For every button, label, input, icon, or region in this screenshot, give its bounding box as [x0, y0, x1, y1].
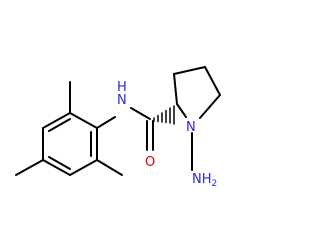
- aryl-nh-bond: [96, 116, 116, 129]
- ring-double-bond: [48, 156, 71, 170]
- ring-bond: [173, 66, 206, 75]
- molecule-structure: N H O N NH2: [15, 66, 221, 189]
- ring-bond: [204, 66, 221, 96]
- methyl-bottom: [96, 159, 123, 176]
- hashed-wedge: [153, 105, 175, 125]
- ring-bond: [176, 103, 187, 118]
- amine-label: NH2: [192, 172, 217, 189]
- nh-label-n: N: [117, 93, 127, 108]
- ring-double-bond: [48, 118, 71, 132]
- ring-bond: [173, 73, 178, 105]
- ring-bond: [42, 112, 71, 129]
- mesityl-ring: [42, 112, 98, 176]
- amine-label-main: NH: [192, 172, 212, 187]
- pyrrolidine-ring: [173, 66, 221, 119]
- methyl-left: [15, 159, 44, 176]
- ring-bond: [42, 159, 71, 176]
- ring-bond: [69, 159, 98, 176]
- ring-nitrogen-label: N: [186, 120, 196, 135]
- ring-bond: [69, 112, 98, 129]
- carbonyl-oxygen-label: O: [145, 155, 155, 170]
- structure-canvas: N H O N NH2: [15, 66, 221, 189]
- nh-carbonyl-bond: [130, 107, 151, 120]
- ring-bond: [199, 94, 221, 119]
- nh-label-h: H: [117, 80, 127, 95]
- amine-label-subscript: 2: [212, 179, 218, 189]
